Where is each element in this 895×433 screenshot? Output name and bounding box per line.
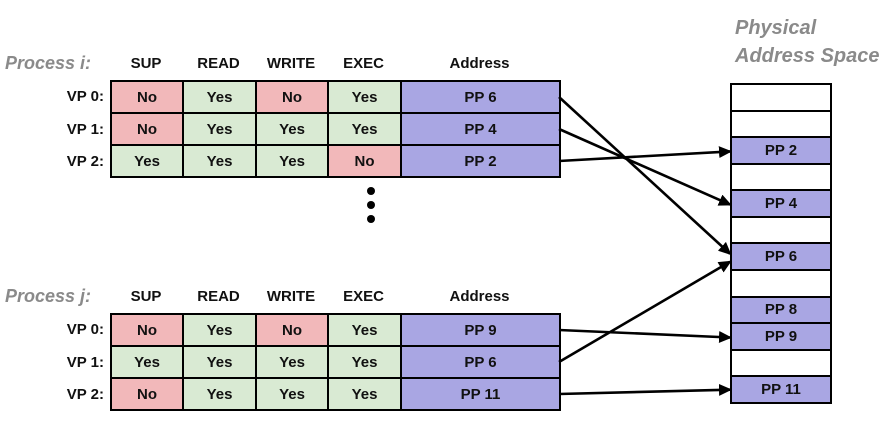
perm-cell-read: Yes	[182, 377, 257, 411]
vp-label: VP 0:	[66, 87, 104, 105]
physical-address-space-column: PP 2 PP 4 PP 6 PP 8 PP 9 PP 11	[730, 83, 832, 404]
perm-cell-exec: Yes	[327, 112, 402, 146]
column-header-address: Address	[449, 55, 510, 72]
perm-cell-read: Yes	[182, 313, 257, 347]
table-row: No Yes Yes Yes PP 11	[110, 377, 561, 411]
vp-label: VP 0:	[66, 320, 104, 338]
physical-page-cell: PP 11	[732, 377, 830, 402]
address-cell: PP 11	[400, 377, 561, 411]
perm-cell-exec: No	[327, 144, 402, 178]
perm-cell-sup: No	[110, 313, 184, 347]
physical-page-cell	[732, 217, 830, 245]
perm-cell-sup: Yes	[110, 345, 184, 379]
table-row: Yes Yes Yes No PP 2	[110, 144, 561, 178]
vp-label: VP 1:	[66, 120, 104, 138]
process-j-page-table: No Yes No Yes PP 9 Yes Yes Yes Yes PP 6 …	[110, 313, 561, 411]
process-j-header-row: Process j: SUP READ WRITE EXEC Address	[0, 283, 559, 310]
perm-cell-read: Yes	[182, 80, 257, 114]
vp-label: VP 2:	[66, 386, 104, 404]
perm-cell-write: Yes	[255, 144, 329, 178]
column-header-write: WRITE	[266, 288, 316, 305]
perm-cell-read: Yes	[182, 112, 257, 146]
column-header-exec: EXEC	[343, 55, 384, 72]
column-header-read: READ	[197, 55, 240, 72]
perm-cell-sup: Yes	[110, 144, 184, 178]
process-j-label: Process j:	[5, 286, 92, 306]
physical-page-cell: PP 4	[732, 191, 830, 218]
perm-cell-write: No	[255, 80, 329, 114]
perm-cell-sup: No	[110, 377, 184, 411]
physical-page-cell: PP 6	[732, 244, 830, 272]
perm-cell-write: Yes	[255, 112, 329, 146]
ellipsis-dot	[367, 215, 375, 223]
physical-page-cell	[732, 111, 830, 139]
table-row: No Yes Yes Yes PP 4	[110, 112, 561, 146]
perm-cell-exec: Yes	[327, 313, 402, 347]
column-header-sup: SUP	[130, 55, 162, 72]
perm-cell-exec: Yes	[327, 377, 402, 411]
physical-page-cell	[732, 271, 830, 298]
perm-cell-write: No	[255, 313, 329, 347]
perm-cell-sup: No	[110, 80, 184, 114]
physical-page-cell	[732, 164, 830, 192]
address-cell: PP 6	[400, 80, 561, 114]
process-i-header-row: Process i: SUP READ WRITE EXEC Address	[0, 50, 559, 77]
table-row: No Yes No Yes PP 9	[110, 313, 561, 347]
column-header-read: READ	[197, 288, 240, 305]
address-cell: PP 6	[400, 345, 561, 379]
vp-label: VP 2:	[66, 153, 104, 171]
table-row: No Yes No Yes PP 6	[110, 80, 561, 114]
physical-page-cell: PP 9	[732, 324, 830, 351]
perm-cell-read: Yes	[182, 144, 257, 178]
address-cell: PP 4	[400, 112, 561, 146]
physical-page-cell	[732, 85, 830, 112]
table-row: Yes Yes Yes Yes PP 6	[110, 345, 561, 379]
physical-label-line1: Physical	[735, 17, 817, 39]
physical-label-line2: Address Space	[735, 44, 880, 67]
physical-page-cell: PP 2	[732, 138, 830, 165]
process-i-vp-labels: VP 0: VP 1: VP 2:	[0, 80, 104, 178]
perm-cell-exec: Yes	[327, 345, 402, 379]
ellipsis-dot	[367, 187, 375, 195]
vp-label: VP 1:	[66, 353, 104, 371]
process-i-page-table: No Yes No Yes PP 6 No Yes Yes Yes PP 4 Y…	[110, 80, 561, 178]
physical-address-space-label: Physical Address Space	[735, 15, 880, 70]
column-header-write: WRITE	[266, 55, 316, 72]
physical-page-cell	[732, 350, 830, 378]
perm-cell-read: Yes	[182, 345, 257, 379]
process-j-vp-labels: VP 0: VP 1: VP 2:	[0, 313, 104, 411]
ellipsis-dot	[367, 201, 375, 209]
process-i-label: Process i:	[5, 53, 92, 73]
perm-cell-write: Yes	[255, 377, 329, 411]
address-cell: PP 9	[400, 313, 561, 347]
perm-cell-write: Yes	[255, 345, 329, 379]
ellipsis-dots	[367, 187, 375, 223]
column-header-address: Address	[449, 288, 510, 305]
address-cell: PP 2	[400, 144, 561, 178]
column-header-sup: SUP	[130, 288, 162, 305]
column-header-exec: EXEC	[343, 288, 384, 305]
perm-cell-sup: No	[110, 112, 184, 146]
physical-page-cell: PP 8	[732, 297, 830, 325]
perm-cell-exec: Yes	[327, 80, 402, 114]
